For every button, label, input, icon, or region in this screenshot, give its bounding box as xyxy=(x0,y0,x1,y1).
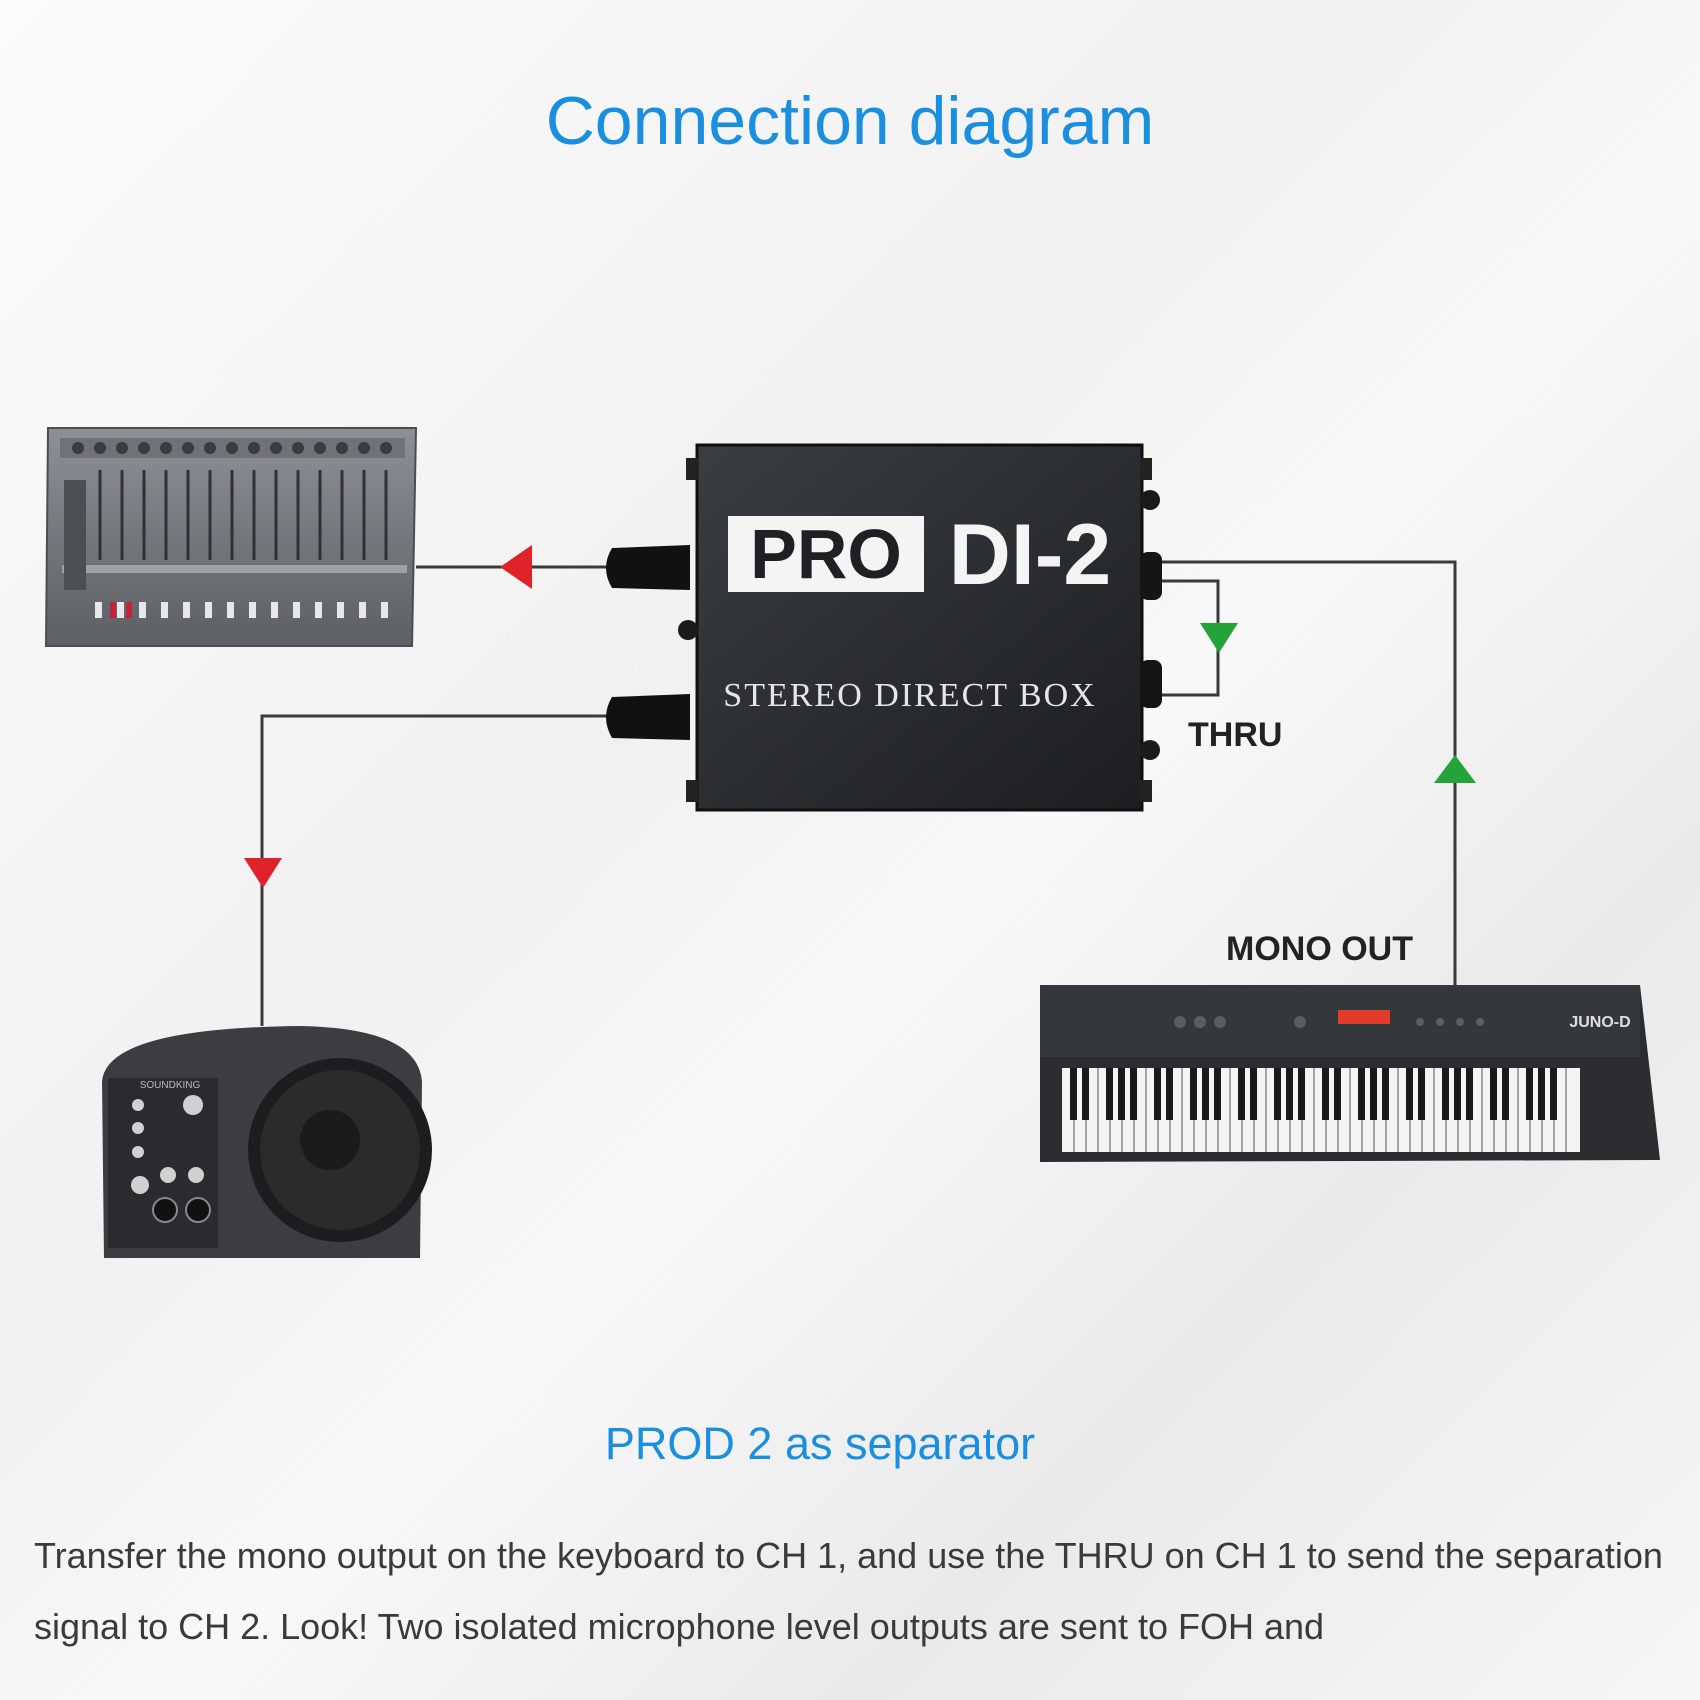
arrow-to-mixer xyxy=(500,545,532,589)
monitor-speaker xyxy=(102,1026,432,1258)
di-box xyxy=(678,443,1162,812)
keyboard-brand: JUNO-D xyxy=(1569,1014,1630,1031)
arrow-to-speaker xyxy=(244,858,282,888)
xlr-connector-bottom xyxy=(606,694,690,740)
speaker-brand: SOUNDKING xyxy=(140,1080,201,1091)
arrow-mono-up xyxy=(1434,755,1476,783)
mixer-console xyxy=(44,427,418,647)
label-mono-out: MONO OUT xyxy=(1226,930,1413,968)
brand-pro: PRO xyxy=(750,515,902,593)
description-text: Transfer the mono output on the keyboard… xyxy=(34,1535,1663,1647)
keyboard-synth xyxy=(1040,985,1660,1162)
section-title: PROD 2 as separator xyxy=(604,1418,1036,1469)
xlr-connector-top xyxy=(606,545,690,590)
label-thru: THRU xyxy=(1188,716,1283,754)
brand-model: DI-2 xyxy=(949,507,1111,603)
device-subtitle: STEREO DIRECT BOX xyxy=(723,677,1096,714)
arrow-thru-down xyxy=(1200,623,1238,653)
diagram-title: Connection diagram xyxy=(545,83,1155,159)
